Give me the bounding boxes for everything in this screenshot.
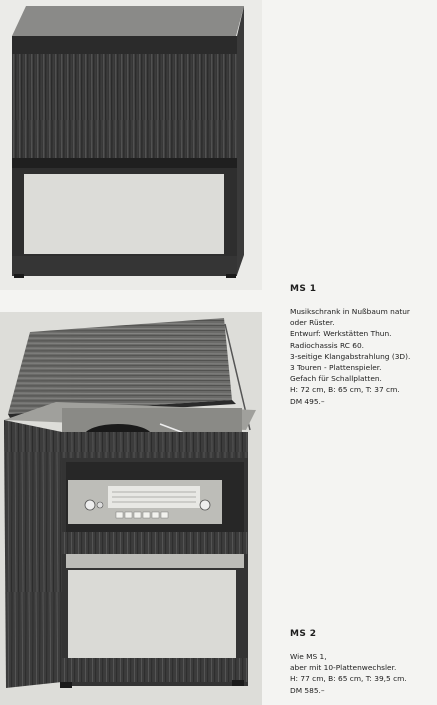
spec-line: H: 77 cm, B: 65 cm, T: 39,5 cm. — [290, 674, 407, 684]
spec-line: DM 495.– — [290, 396, 325, 406]
spec-line: Radiochassis RC 60. — [290, 340, 365, 350]
model-title: MS 1 — [290, 284, 317, 294]
spec-line: Entwurf: Werkstätten Thun. — [290, 329, 392, 339]
spec-line: Musikschrank in Nußbaum natur — [290, 307, 410, 316]
spec-line: Gefach für Schallplatten. — [290, 374, 382, 384]
spec-line: oder Rüster. — [290, 318, 335, 328]
spec-line: 3 Touren - Plattenspieler. — [290, 363, 382, 373]
spec-list: Wie MS 1, aber mit 10-Plattenwechsler. H… — [290, 651, 436, 696]
caption-ms1: MS 1 Musikschrank in Nußbaum natur oder … — [290, 284, 436, 407]
spec-line: DM 585.– — [290, 685, 325, 695]
spec-list: Musikschrank in Nußbaum natur oder Rüste… — [290, 306, 436, 407]
spec-line: aber mit 10-Plattenwechsler. — [290, 663, 397, 673]
caption-ms2: MS 2 Wie MS 1, aber mit 10-Plattenwechsl… — [290, 629, 436, 696]
model-title: MS 2 — [290, 629, 317, 639]
photo-ms2 — [0, 312, 262, 705]
spec-line: H: 72 cm, B: 65 cm, T: 37 cm. — [290, 385, 400, 395]
cabinet-open-illustration — [4, 318, 256, 688]
spec-line: 3-seitige Klangabstrahlung (3D). — [290, 351, 411, 361]
photo-ms1 — [0, 0, 262, 290]
spec-line: Wie MS 1, — [290, 652, 327, 661]
cabinet-closed-illustration — [12, 6, 244, 278]
